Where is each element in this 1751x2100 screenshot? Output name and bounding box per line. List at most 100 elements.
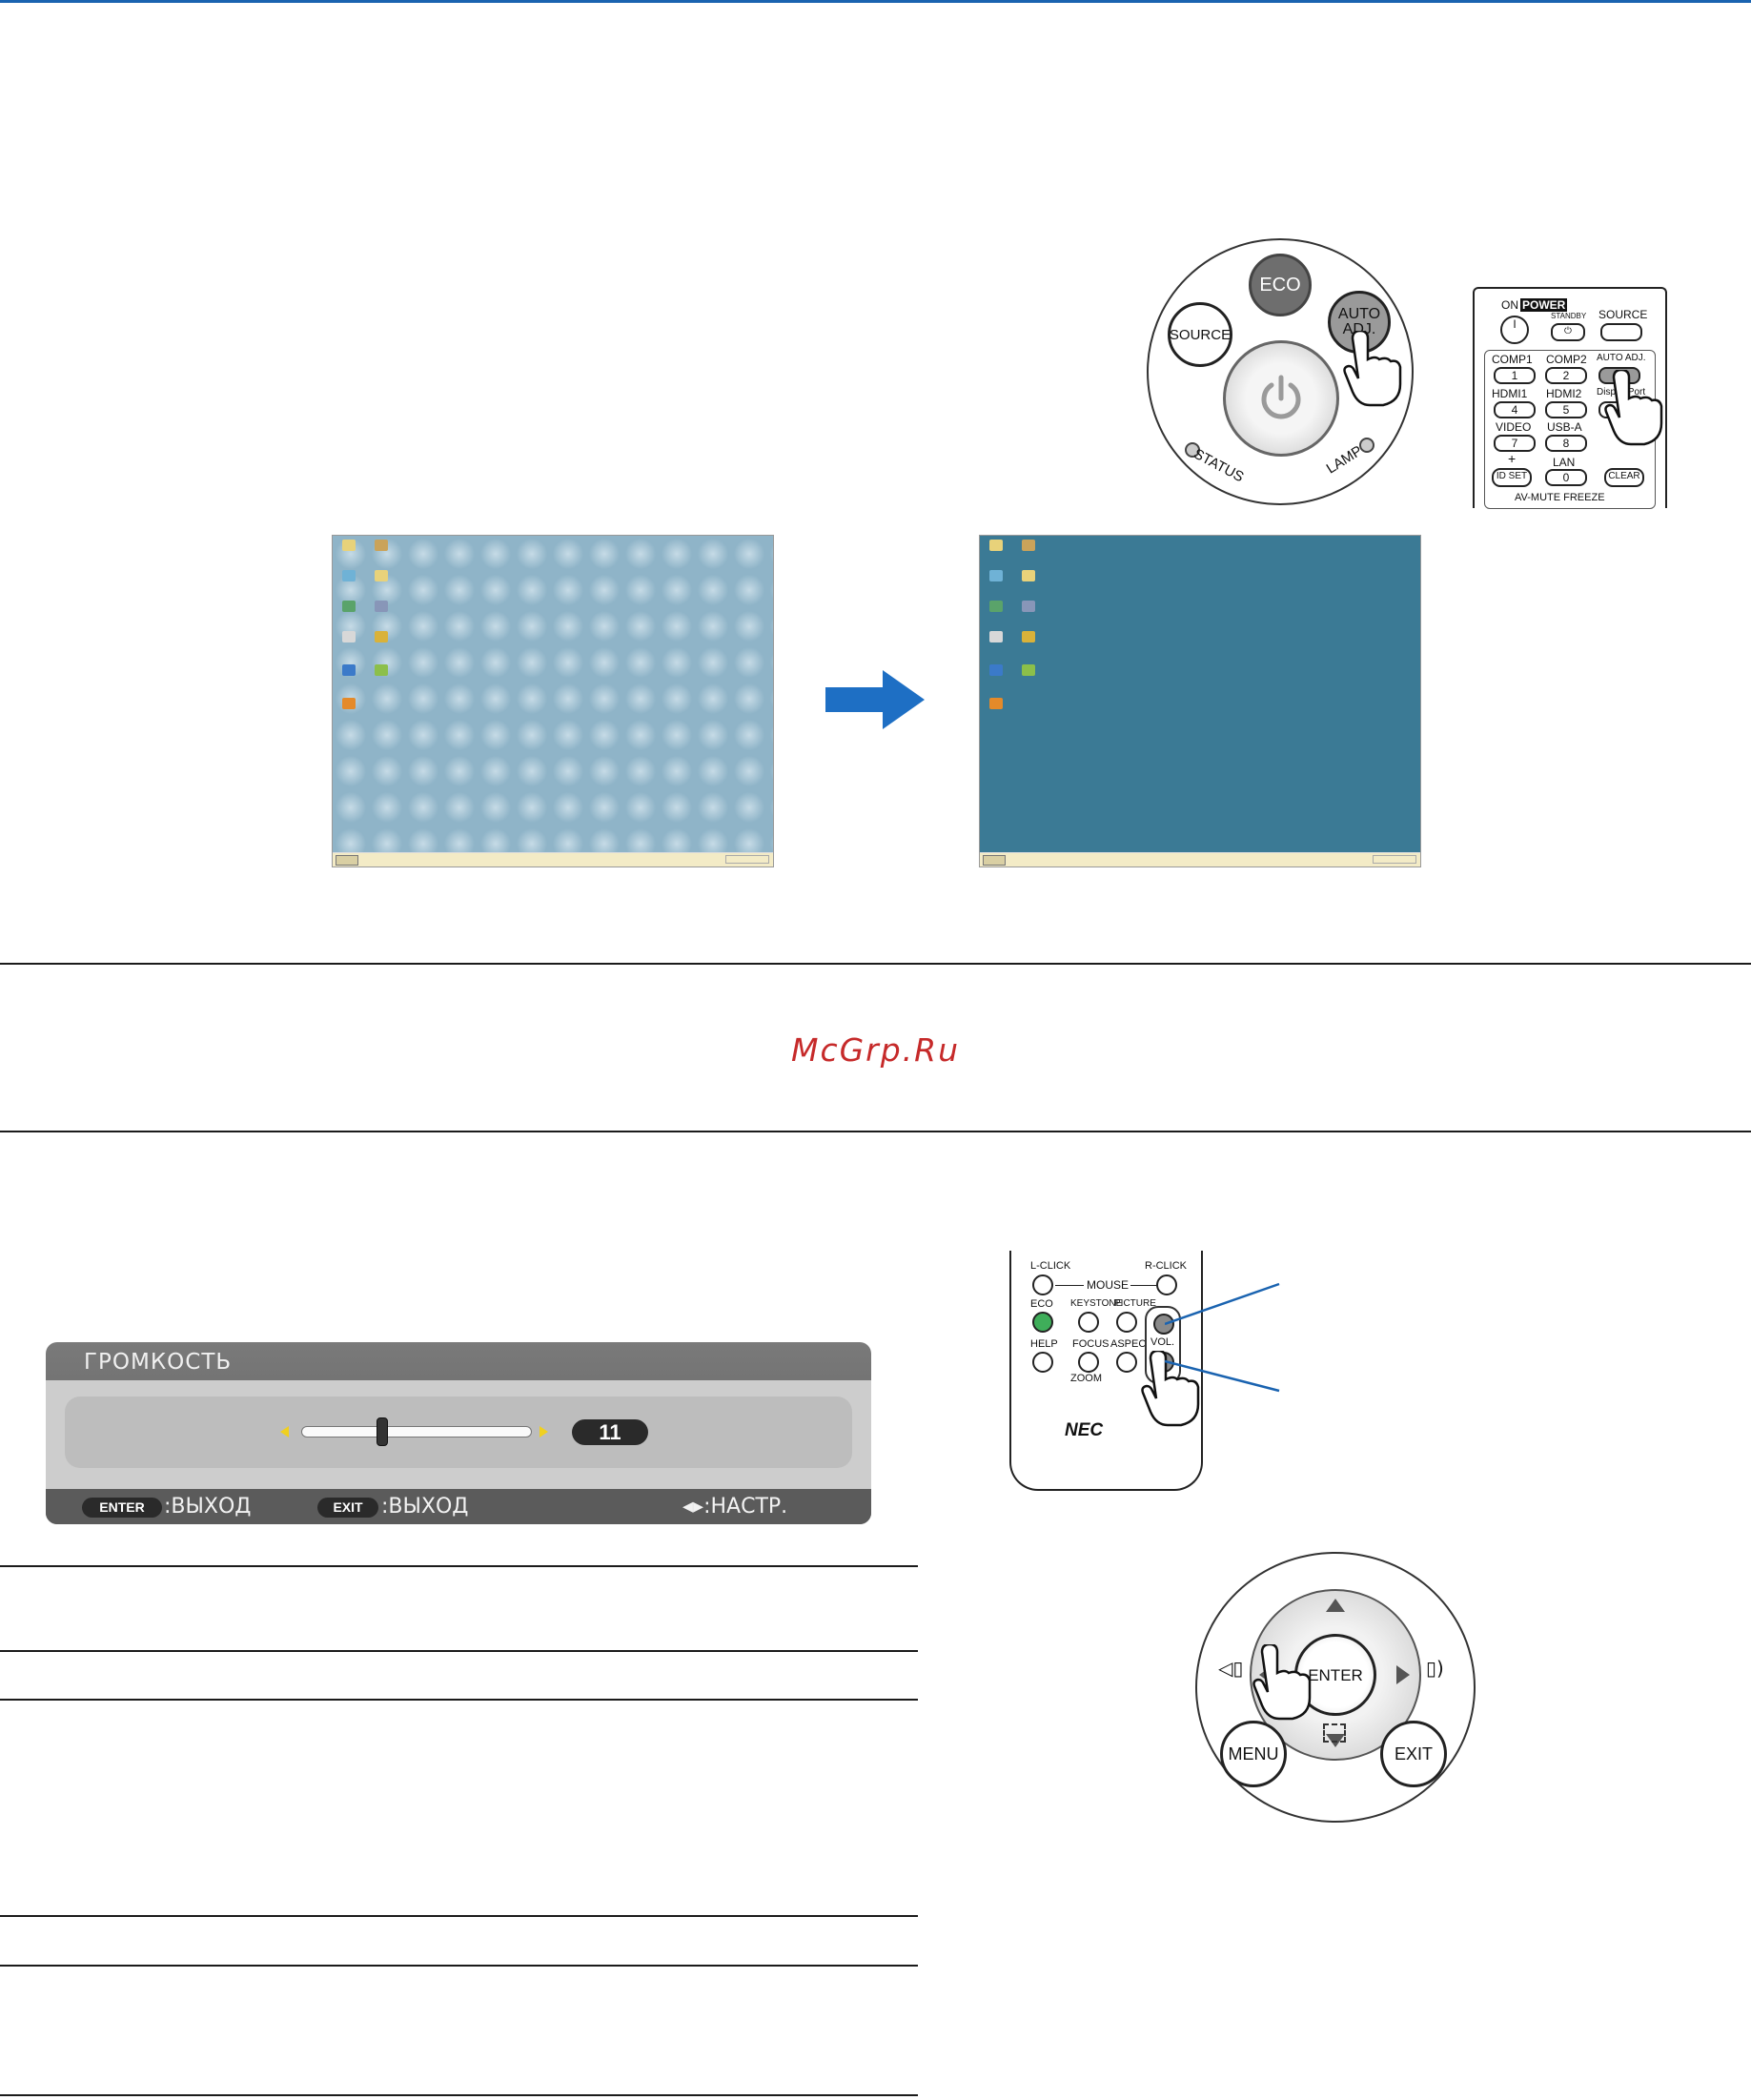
r-click-button[interactable] [1156,1274,1177,1295]
hdmi2-label: HDMI2 [1546,387,1582,400]
folder-icon [1022,570,1035,581]
folder-icon [342,540,356,551]
up-arrow-icon[interactable] [1326,1599,1345,1612]
picture-label: PICTURE [1114,1298,1156,1309]
volume-up-button[interactable] [1153,1314,1174,1335]
key-2-button[interactable]: 2 [1545,367,1587,384]
clear-button[interactable]: CLEAR [1604,468,1644,487]
aspect-button[interactable] [1116,1352,1137,1373]
navigation-pad: ENTER ◁▯ ▯) MENU EXIT [1195,1552,1476,1823]
hdmi1-label: HDMI1 [1492,387,1528,400]
aspect-label: ASPECT [1110,1338,1153,1350]
hand-pointer-icon [1141,1351,1200,1427]
adjust-hint: ◂▸:НАСТР. [682,1495,788,1519]
msn-icon [989,698,1003,709]
power-button[interactable] [1223,340,1339,457]
volume-up-speaker-icon: ▯) [1426,1657,1444,1680]
l-click-button[interactable] [1032,1274,1053,1295]
internet-explorer-icon [342,664,356,676]
table-rule [0,1565,918,1567]
left-arrow-icon [280,1426,289,1437]
comp1-label: COMP1 [1492,353,1533,366]
mouse-line [1055,1285,1084,1286]
section-divider [0,963,1751,965]
key-8-button[interactable]: 8 [1545,435,1587,452]
taskbar [980,852,1420,867]
osd-body: 11 [46,1380,871,1489]
remote-control-bottom: L-CLICK MOUSE R-CLICK ECO KEYSTONE PICTU… [1009,1251,1203,1491]
source-label: SOURCE [1598,308,1648,321]
connect-internet-icon [375,664,388,676]
osd-footer: ENTER :ВЫХОД EXIT :ВЫХОД ◂▸:НАСТР. [46,1489,871,1524]
volume-osd: ГРОМКОСТЬ 11 ENTER :ВЫХОД EXIT :ВЫХОД ◂▸… [46,1342,871,1524]
key-1-button[interactable]: 1 [1494,367,1536,384]
status-label: STATUS [1191,445,1247,486]
recycle-bin-icon [342,631,356,642]
help-label: HELP [1030,1338,1058,1350]
lamp-label: LAMP [1323,442,1366,478]
standby-button[interactable]: ⏻ [1551,323,1585,341]
key-4-button[interactable]: 4 [1494,401,1536,418]
folder-icon [989,540,1003,551]
power-icon [1261,375,1301,419]
auto-adj-label: AUTO ADJ. [1597,353,1646,363]
eco-button[interactable]: ECO [1249,254,1312,316]
network-icon [989,601,1003,612]
desktop-before-image [332,535,774,867]
keystone-button[interactable] [1078,1312,1099,1333]
eco-label: ECO [1030,1298,1053,1310]
on-label: ON [1501,298,1518,312]
help-button[interactable] [1032,1352,1053,1373]
table-rule [0,1915,918,1917]
key-7-button[interactable]: 7 [1494,435,1536,452]
outlook-icon [375,601,388,612]
volume-slider[interactable] [301,1426,532,1437]
taskbar-clock [725,855,769,864]
menu-button[interactable]: MENU [1220,1721,1287,1787]
callout-lines [1165,1282,1280,1393]
brand-logo: NEC [1065,1420,1104,1440]
media-player-icon [375,631,388,642]
l-click-label: L-CLICK [1030,1260,1071,1272]
start-button [336,855,358,866]
volume-down-speaker-icon: ◁▯ [1218,1657,1244,1680]
mouse-line [1130,1285,1159,1286]
volume-slider-thumb[interactable] [376,1417,388,1446]
picture-button[interactable] [1116,1312,1137,1333]
comp2-label: COMP2 [1546,353,1587,366]
table-rule [0,1699,918,1701]
id-set-button[interactable]: ID SET [1492,468,1532,487]
outlook-icon [1022,601,1035,612]
source-button-remote[interactable] [1600,323,1642,341]
folder-icon [375,540,388,551]
lamp-indicator-icon [1359,438,1374,453]
start-button [983,855,1006,866]
table-rule [0,2094,918,2096]
msn-icon [342,698,356,709]
exit-button[interactable]: EXIT [1380,1721,1447,1787]
eco-button-remote[interactable] [1032,1312,1053,1333]
taskbar [333,852,773,867]
header-accent-line [0,0,1751,3]
source-button[interactable]: SOURCE [1168,302,1232,367]
watermark: McGrp.Ru [790,1031,961,1069]
focus-button[interactable] [1078,1352,1099,1373]
projector-control-panel: ECO SOURCE AUTO ADJ. STATUS LAMP [1147,238,1414,505]
arrow-right-icon [825,670,925,729]
volume-value: 11 [572,1419,648,1445]
power-on-button[interactable]: I [1500,316,1529,344]
key-0-button[interactable]: 0 [1545,469,1587,486]
folder-icon [1022,540,1035,551]
osd-title: ГРОМКОСТЬ [84,1350,233,1375]
keystone-label: KEYSTONE [1070,1298,1123,1309]
desktop-after-image [979,535,1421,867]
status-indicator-icon [1185,442,1200,458]
video-label: VIDEO [1496,420,1532,434]
av-mute-freeze-label: AV-MUTE FREEZE [1515,492,1605,503]
computer-icon [989,570,1003,581]
key-5-button[interactable]: 5 [1545,401,1587,418]
enter-action-label: :ВЫХОД [164,1495,252,1519]
computer-icon [342,570,356,581]
power-label: POWER [1520,298,1568,312]
right-arrow-icon[interactable] [1396,1665,1410,1684]
